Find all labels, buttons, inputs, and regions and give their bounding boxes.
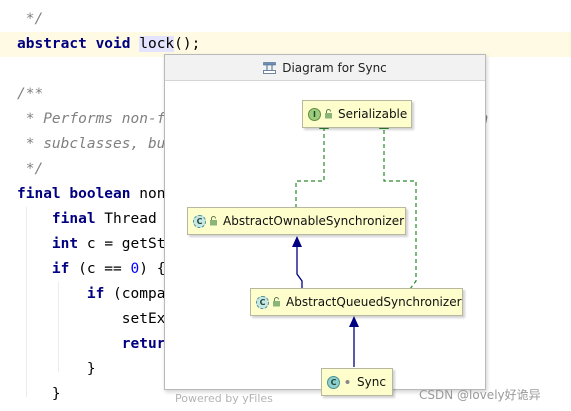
node-abstract-ownable-synchronizer[interactable]: C AbstractOwnableSynchronizer — [187, 207, 406, 235]
code-line[interactable]: /** — [0, 82, 571, 107]
powered-by-yfiles: Powered by yFiles — [175, 392, 273, 405]
popup-header: Diagram for Sync — [165, 55, 485, 81]
code-token — [17, 261, 52, 277]
code-token: * subclasses, but — [17, 136, 175, 152]
node-label: Sync — [357, 375, 386, 389]
code-line[interactable]: } — [0, 357, 571, 382]
code-token: int — [51, 236, 79, 252]
code-line[interactable]: if (compar — [0, 282, 571, 307]
code-token: lock — [139, 36, 175, 52]
code-token: return — [121, 336, 175, 352]
code-token: final — [51, 211, 96, 227]
code-token — [17, 211, 52, 227]
code-token: boolean — [69, 186, 131, 202]
implements-edge-aqs — [379, 119, 417, 290]
code-line[interactable]: abstract void lock(); — [0, 32, 571, 57]
node-abstract-queued-synchronizer[interactable]: C AbstractQueuedSynchronizer — [250, 288, 463, 316]
class-icon: C — [327, 375, 340, 389]
code-token: /** — [17, 86, 44, 102]
code-token: Thread c — [95, 211, 175, 227]
code-line[interactable]: return — [0, 332, 571, 357]
node-sync[interactable]: C Sync — [321, 368, 393, 396]
indent-guide — [26, 207, 27, 397]
code-token: } — [17, 361, 96, 377]
code-token: (c == — [69, 261, 131, 277]
code-token: (compar — [104, 286, 175, 302]
code-token — [87, 36, 96, 52]
abstract-class-icon: C — [193, 214, 206, 228]
code-token: */ — [17, 161, 44, 177]
abstract-class-icon: C — [256, 295, 269, 309]
code-token — [17, 286, 87, 302]
code-token: final — [17, 186, 61, 202]
public-visibility-icon — [210, 216, 217, 226]
code-token: non — [130, 186, 166, 202]
code-line[interactable]: */ — [0, 7, 571, 32]
code-token — [17, 336, 122, 352]
implements-edge-aos — [295, 119, 329, 208]
code-line[interactable]: * Performs non-fa n — [0, 107, 571, 132]
popup-title: Diagram for Sync — [282, 60, 387, 75]
code-token: abstract — [17, 36, 87, 52]
code-line[interactable]: } — [0, 382, 571, 407]
code-token: (); — [174, 36, 201, 52]
indent-guide — [58, 282, 59, 372]
code-token: if — [86, 286, 105, 302]
code-line[interactable]: final Thread c — [0, 207, 571, 232]
csdn-watermark: CSDN @lovely好诡异 — [419, 388, 541, 402]
code-token: setExcl — [17, 311, 183, 327]
extends-edge-sync-aqs — [349, 316, 359, 367]
diagram-popup: Diagram for Sync I — [164, 54, 486, 405]
node-label: AbstractQueuedSynchronizer — [286, 295, 462, 309]
code-token: */ — [17, 11, 44, 27]
code-token: ) { — [139, 261, 166, 277]
code-token: * Performs non-fa — [17, 111, 175, 127]
code-token: c = getSta — [78, 236, 175, 252]
code-line[interactable]: */ — [0, 157, 571, 182]
node-label: AbstractOwnableSynchronizer — [223, 214, 405, 228]
diagram-canvas[interactable]: I Serializable C AbstractOwnableSynchron… — [165, 81, 485, 396]
node-serializable[interactable]: I Serializable — [302, 100, 412, 128]
code-token — [17, 236, 52, 252]
extends-edge-aqs-aos — [292, 236, 303, 288]
code-line[interactable]: final boolean non — [0, 182, 571, 207]
interface-icon: I — [308, 107, 321, 121]
public-visibility-icon — [273, 297, 280, 307]
code-token — [131, 36, 140, 52]
code-token: void — [95, 36, 131, 52]
code-token: 0 — [130, 261, 140, 277]
code-line[interactable]: int c = getSta — [0, 232, 571, 257]
diagram-icon — [263, 61, 277, 74]
node-label: Serializable — [338, 107, 408, 121]
public-visibility-icon — [325, 109, 332, 119]
code-line[interactable]: if (c == 0) { — [0, 257, 571, 282]
package-private-visibility-icon — [345, 380, 350, 384]
code-token: } — [17, 386, 61, 402]
code-token: if — [51, 261, 70, 277]
